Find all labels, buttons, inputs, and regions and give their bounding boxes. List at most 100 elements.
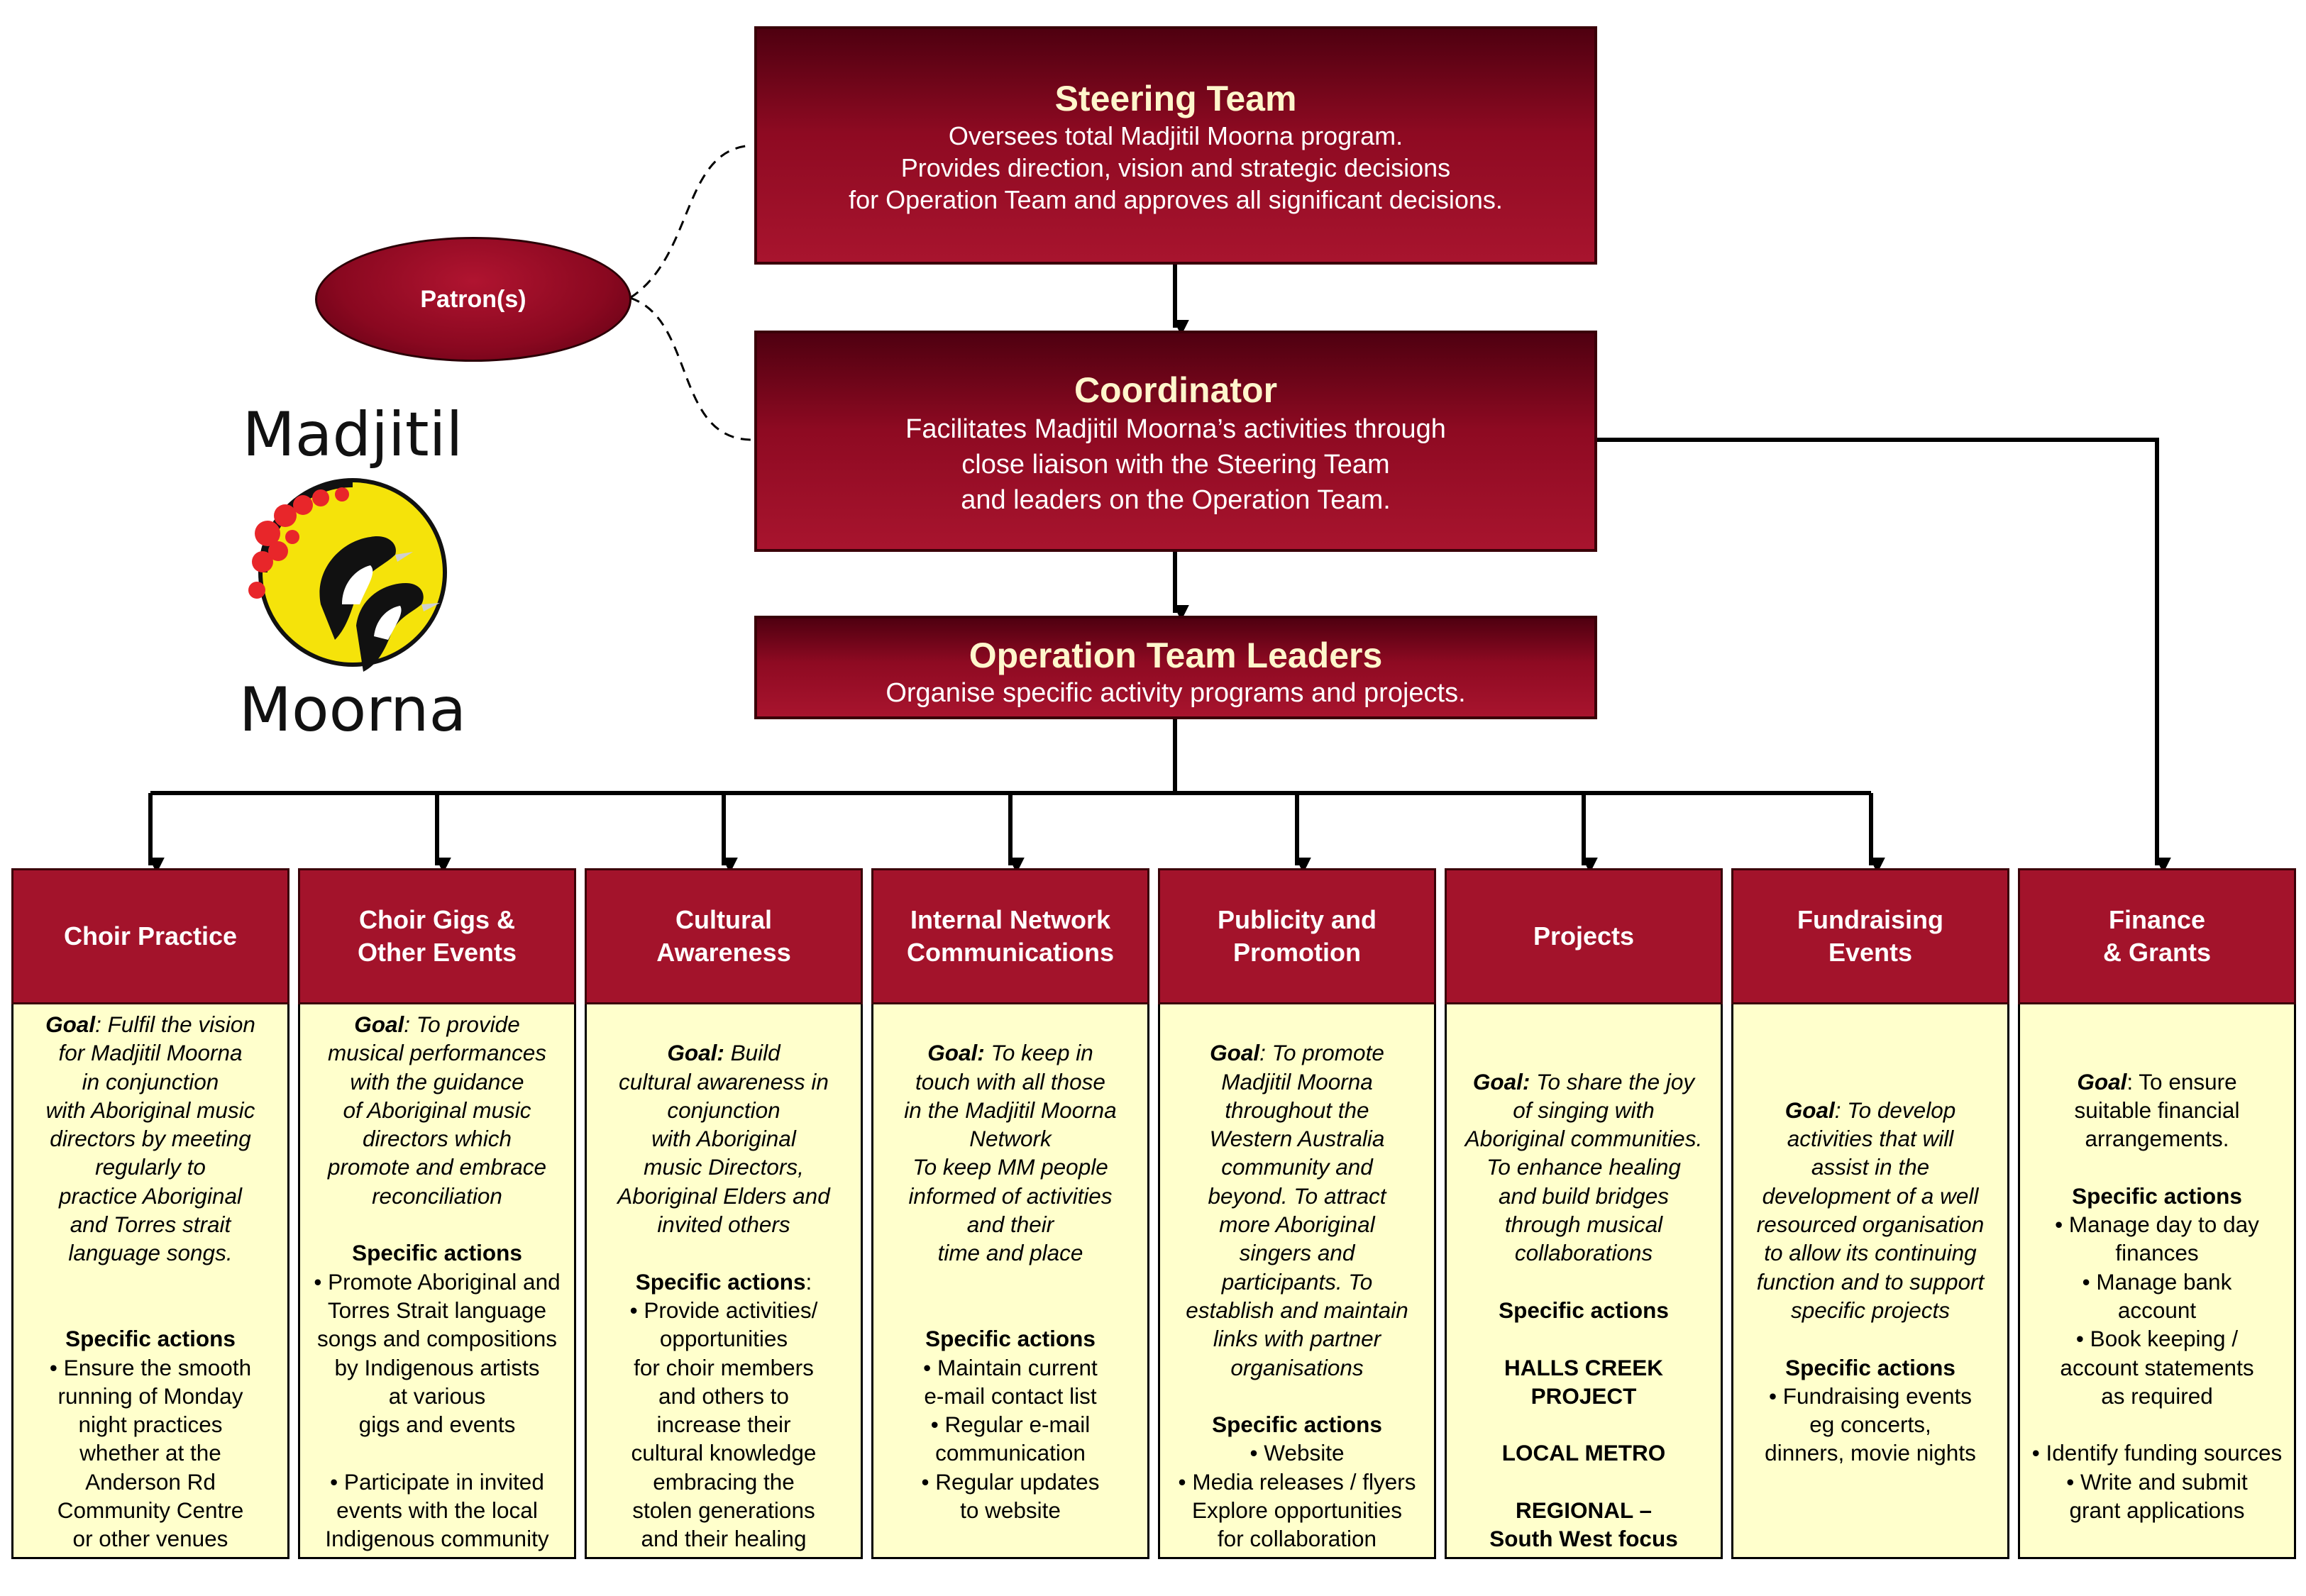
column-body-line: specific projects xyxy=(1790,1297,1951,1323)
column-body-line: Goal: To provide xyxy=(354,1012,520,1037)
column-body-line: for choir members xyxy=(634,1354,814,1380)
column-body-line: • Promote Aboriginal and xyxy=(314,1268,561,1295)
column-body-line: resourced organisation xyxy=(1756,1212,1985,1238)
column-body-line: • Media releases / flyers xyxy=(1178,1468,1416,1495)
column-body-line: Goal: To ensure xyxy=(2077,1068,2237,1095)
column-body-line xyxy=(1450,1268,1718,1296)
column-body-line: Indigenous community xyxy=(325,1526,549,1552)
column-body-line: practice Aboriginal xyxy=(59,1182,242,1209)
madjitil-moorna-logo: Madjitil Moorna xyxy=(239,399,466,746)
column-body-line xyxy=(1450,1324,1718,1353)
column-body-line: Western Australia xyxy=(1209,1126,1385,1152)
column-body-line xyxy=(16,1296,285,1324)
column-body-line xyxy=(1736,1038,2004,1067)
column-body-line xyxy=(876,1268,1144,1296)
column-body-line: and their healing xyxy=(641,1526,807,1552)
column-body-line: songs and compositions xyxy=(317,1326,557,1352)
column-body-line: embracing the xyxy=(653,1468,795,1495)
column-body-line xyxy=(590,1238,858,1267)
patron-label: Patron(s) xyxy=(420,285,526,313)
column-body-line: • Participate in invited xyxy=(330,1468,544,1495)
column-title: Publicity and xyxy=(1217,905,1377,934)
logo-word-top: Madjitil xyxy=(243,399,463,470)
column-body-line: informed of activities xyxy=(908,1182,1113,1209)
column-body-line: singers and xyxy=(1239,1240,1355,1266)
column-body-line: of Aboriginal music xyxy=(343,1097,531,1123)
column-header: Choir Practice xyxy=(11,868,289,1004)
column-body-line: throughout the xyxy=(1225,1097,1369,1123)
column-body-line: night practices xyxy=(78,1412,223,1438)
column-body-line xyxy=(876,1296,1144,1324)
column-title: Projects xyxy=(1533,921,1635,951)
column-body-line: Specific actions xyxy=(1499,1297,1669,1323)
steering-team-line: for Operation Team and approves all sign… xyxy=(849,185,1503,214)
column-body-line: for Madjitil Moorna xyxy=(58,1040,243,1066)
column-body-line: cultural knowledge xyxy=(631,1440,817,1466)
column-title: Internal Network xyxy=(910,905,1111,934)
column-body-line: and build bridges xyxy=(1499,1182,1669,1209)
column-body-line xyxy=(2023,1410,2291,1439)
column-body-line: gigs and events xyxy=(358,1412,516,1438)
column-body-line: for collaboration xyxy=(1217,1526,1377,1552)
column-body-line xyxy=(303,1210,571,1238)
column-body-line: Explore opportunities xyxy=(1192,1497,1402,1524)
operation-team-line: Organise specific activity programs and … xyxy=(886,678,1466,708)
column-body-line xyxy=(1450,1468,1718,1496)
column-body-line: regularly to xyxy=(95,1154,206,1180)
column-title: Finance xyxy=(2108,905,2206,934)
connector-coordinator-to-finance xyxy=(1597,438,2171,873)
column-body-line xyxy=(1736,1010,2004,1038)
column-header: Projects xyxy=(1445,868,1723,1004)
column-body-line xyxy=(590,1010,858,1038)
column-body-line: with Aboriginal xyxy=(651,1126,796,1152)
column-body-line: opportunities xyxy=(659,1326,788,1352)
column-body-line: LOCAL METRO xyxy=(1501,1440,1666,1466)
column-body-line xyxy=(303,1439,571,1467)
column-body-line xyxy=(1450,1038,1718,1067)
column-body-line: directors which xyxy=(362,1126,512,1152)
column-body-line: establish and maintain xyxy=(1186,1297,1408,1323)
column-body-line: Goal: To share the joy xyxy=(1472,1068,1695,1095)
column-body-line: invited others xyxy=(657,1212,790,1238)
column-body-line: Specific actions xyxy=(1212,1412,1382,1438)
column-body-line: music Directors, xyxy=(644,1154,804,1180)
column-title: Awareness xyxy=(656,938,791,967)
column-body-line: in the Madjitil Moorna xyxy=(904,1097,1117,1123)
column-body-line: • Maintain current xyxy=(923,1354,1098,1380)
column-body-line: more Aboriginal xyxy=(1219,1212,1375,1238)
column-body-line: Specific actions xyxy=(65,1326,236,1352)
coordinator-line: close liaison with the Steering Team xyxy=(961,450,1390,480)
column-body-line: • Manage bank xyxy=(2082,1268,2232,1295)
coordinator-title: Coordinator xyxy=(1074,370,1278,410)
column-header: Choir Gigs &Other Events xyxy=(298,868,576,1004)
column-body-line: musical performances xyxy=(327,1040,547,1066)
column-body-line: with Aboriginal music xyxy=(45,1097,255,1123)
column-body-line: PROJECT xyxy=(1530,1382,1637,1409)
column-body-line: to allow its continuing xyxy=(1764,1240,1977,1266)
column-body-line: by Indigenous artists xyxy=(334,1354,540,1380)
column-body-line: Goal: To promote xyxy=(1210,1040,1384,1066)
column-header: Finance& Grants xyxy=(2018,868,2296,1004)
column-body-line: • Book keeping / xyxy=(2075,1326,2239,1352)
column-body-line: at various xyxy=(388,1382,486,1409)
column-body-line: To keep MM people xyxy=(912,1154,1108,1180)
column-body-line: and others to xyxy=(658,1382,789,1409)
dashed-link-patron-coordinator xyxy=(629,297,753,441)
column-body-line: links with partner xyxy=(1213,1326,1381,1352)
steering-team-box: Steering Team Oversees total Madjitil Mo… xyxy=(754,26,1597,265)
column-body-line: of singing with xyxy=(1513,1097,1655,1123)
column-title: Choir Gigs & xyxy=(358,905,515,934)
